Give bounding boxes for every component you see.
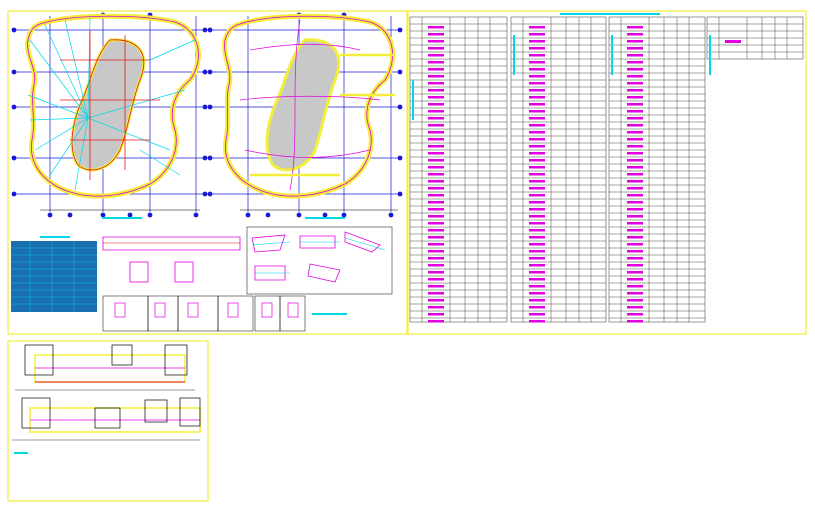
section-details: [102, 226, 393, 332]
floor-plan-left: [11, 12, 208, 219]
wall-elevation-bottom: [12, 397, 201, 454]
floor-plan-right: [207, 12, 403, 219]
table-sheet-frame: [407, 10, 807, 335]
elevation-sheet-frame: [7, 340, 209, 502]
beam-schedule-table: [11, 236, 97, 312]
wall-elevation-top: [15, 344, 195, 391]
plan-sheet-frame: [7, 10, 408, 335]
reinforcement-schedule: [409, 13, 804, 323]
